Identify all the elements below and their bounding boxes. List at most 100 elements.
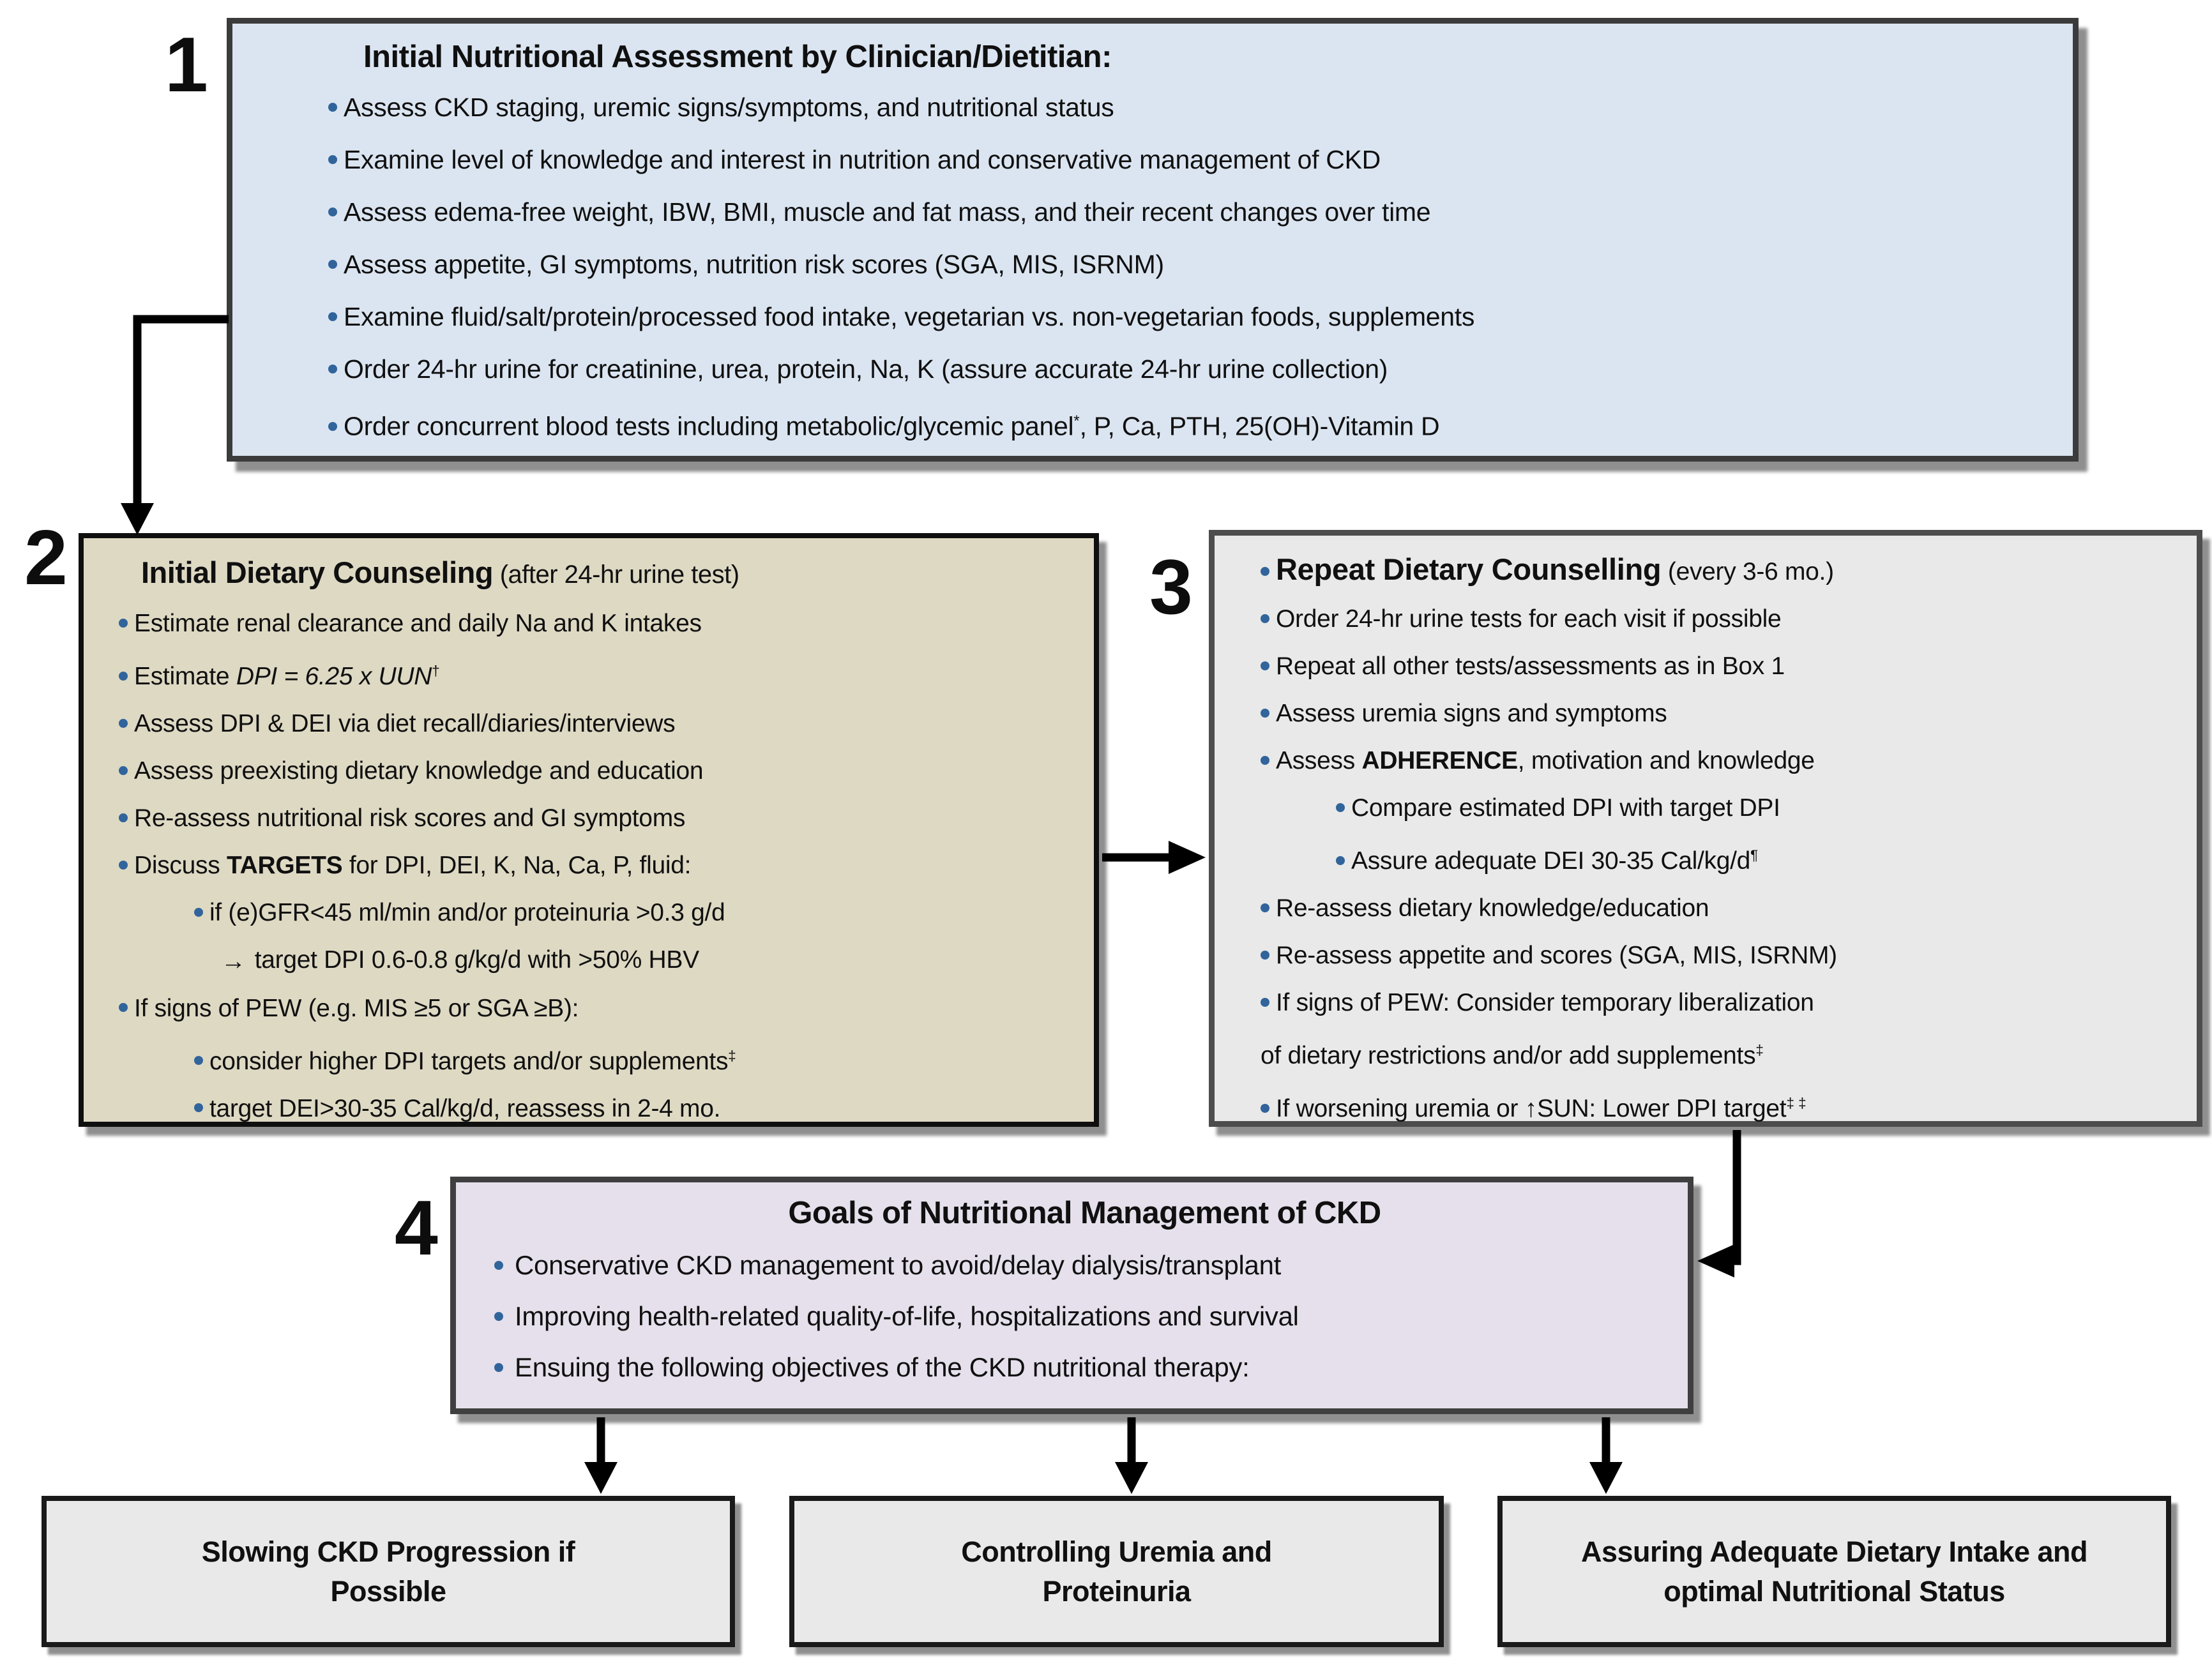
arrow-goals-to-outcome-1 xyxy=(584,1417,617,1494)
bullet-line: Assure adequate DEI 30-35 Cal/kg/d¶ xyxy=(1261,832,2188,885)
bullet-line: Re-assess dietary knowledge/education xyxy=(1261,885,2188,932)
bullet-line: Improving health-related quality-of-life… xyxy=(494,1291,1675,1342)
bullet-dot-icon xyxy=(1261,903,1269,912)
box2-title: Initial Dietary Counseling (after 24-hr … xyxy=(119,547,1082,600)
bullet-dot-icon xyxy=(1261,566,1269,576)
arrow-goals-to-outcome-3 xyxy=(1589,1417,1623,1494)
bullet-line: Ensuing the following objectives of the … xyxy=(494,1342,1675,1393)
bullet-dot-icon xyxy=(1261,614,1269,623)
text-segment: DPI = 6.25 x UUN xyxy=(236,663,432,690)
box4-bullet-list: Conservative CKD management to avoid/del… xyxy=(494,1240,1675,1393)
text-segment: target DPI 0.6-0.8 g/kg/d with >50% HBV xyxy=(254,946,699,974)
bullet-dot-icon xyxy=(119,1003,128,1013)
bullet-dot-icon xyxy=(1261,755,1269,765)
bullet-dot-icon xyxy=(1261,997,1269,1007)
arrow-box3-to-box4 xyxy=(1697,1130,1741,1277)
arrow-goals-to-outcome-2 xyxy=(1115,1417,1148,1494)
bullet-dot-icon xyxy=(328,260,337,269)
text-segment: Compare estimated DPI with target DPI xyxy=(1351,794,1780,822)
box2-title-bold: Initial Dietary Counseling xyxy=(141,555,494,589)
text-segment: Ensuing the following objectives of the … xyxy=(515,1352,1250,1382)
box-goals-of-nutritional-management: Goals of Nutritional Management of CKD C… xyxy=(450,1177,1693,1414)
bullet-line: → target DPI 0.6-0.8 g/kg/d with >50% HBV xyxy=(119,937,1082,985)
text-segment: Estimate xyxy=(134,663,236,690)
text-segment: , motivation and knowledge xyxy=(1517,747,1815,774)
bullet-line: Compare estimated DPI with target DPI xyxy=(1261,785,2188,832)
bullet-line: Estimate DPI = 6.25 x UUN† xyxy=(119,647,1082,700)
bullet-dot-icon xyxy=(119,618,128,628)
box2-title-suffix: (after 24-hr urine test) xyxy=(493,561,739,589)
bullet-dot-icon xyxy=(119,813,128,822)
step-number-1: 1 xyxy=(165,21,208,108)
box1-title: Initial Nutritional Assessment by Clinic… xyxy=(363,40,1112,74)
box-initial-dietary-counseling: Initial Dietary Counseling (after 24-hr … xyxy=(79,533,1099,1127)
bullet-line: If signs of PEW (e.g. MIS ≥5 or SGA ≥B): xyxy=(119,985,1082,1032)
text-segment: Re-assess appetite and scores (SGA, MIS,… xyxy=(1276,942,1837,969)
bullet-line: Repeat Dietary Counselling (every 3-6 mo… xyxy=(1261,546,2188,596)
text-segment: , P, Ca, PTH, 25(OH)-Vitamin D xyxy=(1079,411,1440,441)
bullet-line: Re-assess nutritional risk scores and GI… xyxy=(119,795,1082,842)
text-segment: If signs of PEW (e.g. MIS ≥5 or SGA ≥B): xyxy=(134,994,579,1022)
bullet-dot-icon xyxy=(328,365,337,374)
bullet-dot-icon xyxy=(119,860,128,870)
bullet-dot-icon xyxy=(1261,708,1269,718)
text-segment: TARGETS xyxy=(226,852,343,879)
bullet-line: Assess DPI & DEI via diet recall/diaries… xyxy=(119,700,1082,748)
text-segment: Assess uremia signs and symptoms xyxy=(1276,700,1667,727)
bullet-dot-icon xyxy=(494,1362,503,1372)
bullet-dot-icon xyxy=(328,207,337,217)
bullet-line: consider higher DPI targets and/or suppl… xyxy=(119,1032,1082,1085)
text-segment: If worsening uremia or ↑SUN: Lower DPI t… xyxy=(1276,1095,1787,1122)
text-segment: Assess CKD staging, uremic signs/symptom… xyxy=(344,93,1114,122)
bullet-line: Assess preexisting dietary knowledge and… xyxy=(119,748,1082,795)
outcome-label: Controlling Uremia and Proteinuria xyxy=(961,1535,1272,1608)
text-segment: Estimate renal clearance and daily Na an… xyxy=(134,610,702,637)
bullet-line: Repeat all other tests/assessments as in… xyxy=(1261,643,2188,690)
text-segment: Assess appetite, GI symptoms, nutrition … xyxy=(344,250,1164,279)
text-segment: If signs of PEW: Consider temporary libe… xyxy=(1276,989,1814,1016)
text-segment: Assure adequate DEI 30-35 Cal/kg/d xyxy=(1351,847,1751,875)
bullet-dot-icon xyxy=(119,718,128,728)
text-segment: (every 3-6 mo.) xyxy=(1661,558,1834,585)
bullet-line: Order 24-hr urine for creatinine, urea, … xyxy=(328,343,2054,395)
text-segment: for DPI, DEI, K, Na, Ca, P, fluid: xyxy=(342,852,692,879)
text-segment: Re-assess dietary knowledge/education xyxy=(1276,894,1709,922)
arrow-box2-to-box3 xyxy=(1102,841,1206,874)
box3-bullet-list: Repeat Dietary Counselling (every 3-6 mo… xyxy=(1261,546,2188,1133)
box1-bullet-list: Assess CKD staging, uremic signs/symptom… xyxy=(328,81,2054,453)
bullet-dot-icon xyxy=(328,421,337,431)
bullet-dot-icon xyxy=(1261,661,1269,670)
step-number-3: 3 xyxy=(1149,543,1193,630)
text-segment: Examine fluid/salt/protein/processed foo… xyxy=(344,302,1475,331)
bullet-dot-icon xyxy=(494,1260,503,1270)
text-segment: Order 24-hr urine for creatinine, urea, … xyxy=(344,354,1388,384)
text-segment: Order concurrent blood tests including m… xyxy=(344,411,1074,441)
text-segment: Order 24-hr urine tests for each visit i… xyxy=(1276,605,1782,633)
text-segment: of dietary restrictions and/or add suppl… xyxy=(1261,1042,1756,1069)
bullet-dot-icon xyxy=(494,1311,503,1321)
box4-title: Goals of Nutritional Management of CKD xyxy=(788,1196,1381,1230)
bullet-line: If worsening uremia or ↑SUN: Lower DPI t… xyxy=(1261,1080,2188,1133)
text-segment: consider higher DPI targets and/or suppl… xyxy=(209,1047,729,1075)
text-segment: Improving health-related quality-of-life… xyxy=(515,1301,1299,1331)
bullet-line-continuation: of dietary restrictions and/or add suppl… xyxy=(1261,1027,2188,1080)
bullet-dot-icon xyxy=(328,155,337,165)
bullet-line: Assess ADHERENCE, motivation and knowled… xyxy=(1261,737,2188,785)
bullet-line: Estimate renal clearance and daily Na an… xyxy=(119,600,1082,647)
bullet-dot-icon xyxy=(194,1103,203,1113)
text-segment: ‡ xyxy=(1755,1042,1764,1058)
right-arrow-bullet-icon: → xyxy=(221,947,246,975)
bullet-line: Assess edema-free weight, IBW, BMI, musc… xyxy=(328,186,2054,238)
outcome-label: Assuring Adequate Dietary Intake and opt… xyxy=(1580,1535,2088,1608)
text-segment: Repeat Dietary Counselling xyxy=(1276,552,1662,586)
text-segment: ¶ xyxy=(1750,847,1759,863)
bullet-dot-icon xyxy=(1261,950,1269,960)
text-segment: ‡ ‡ xyxy=(1786,1095,1807,1111)
bullet-line: If signs of PEW: Consider temporary libe… xyxy=(1261,979,2188,1027)
bullet-dot-icon xyxy=(119,671,128,681)
outcome-box-slowing-ckd-progression: Slowing CKD Progression if Possible xyxy=(42,1496,735,1647)
text-segment: * xyxy=(1073,412,1080,430)
bullet-line: if (e)GFR<45 ml/min and/or proteinuria >… xyxy=(119,889,1082,937)
text-segment: target DEI>30-35 Cal/kg/d, reassess in 2… xyxy=(209,1094,721,1122)
